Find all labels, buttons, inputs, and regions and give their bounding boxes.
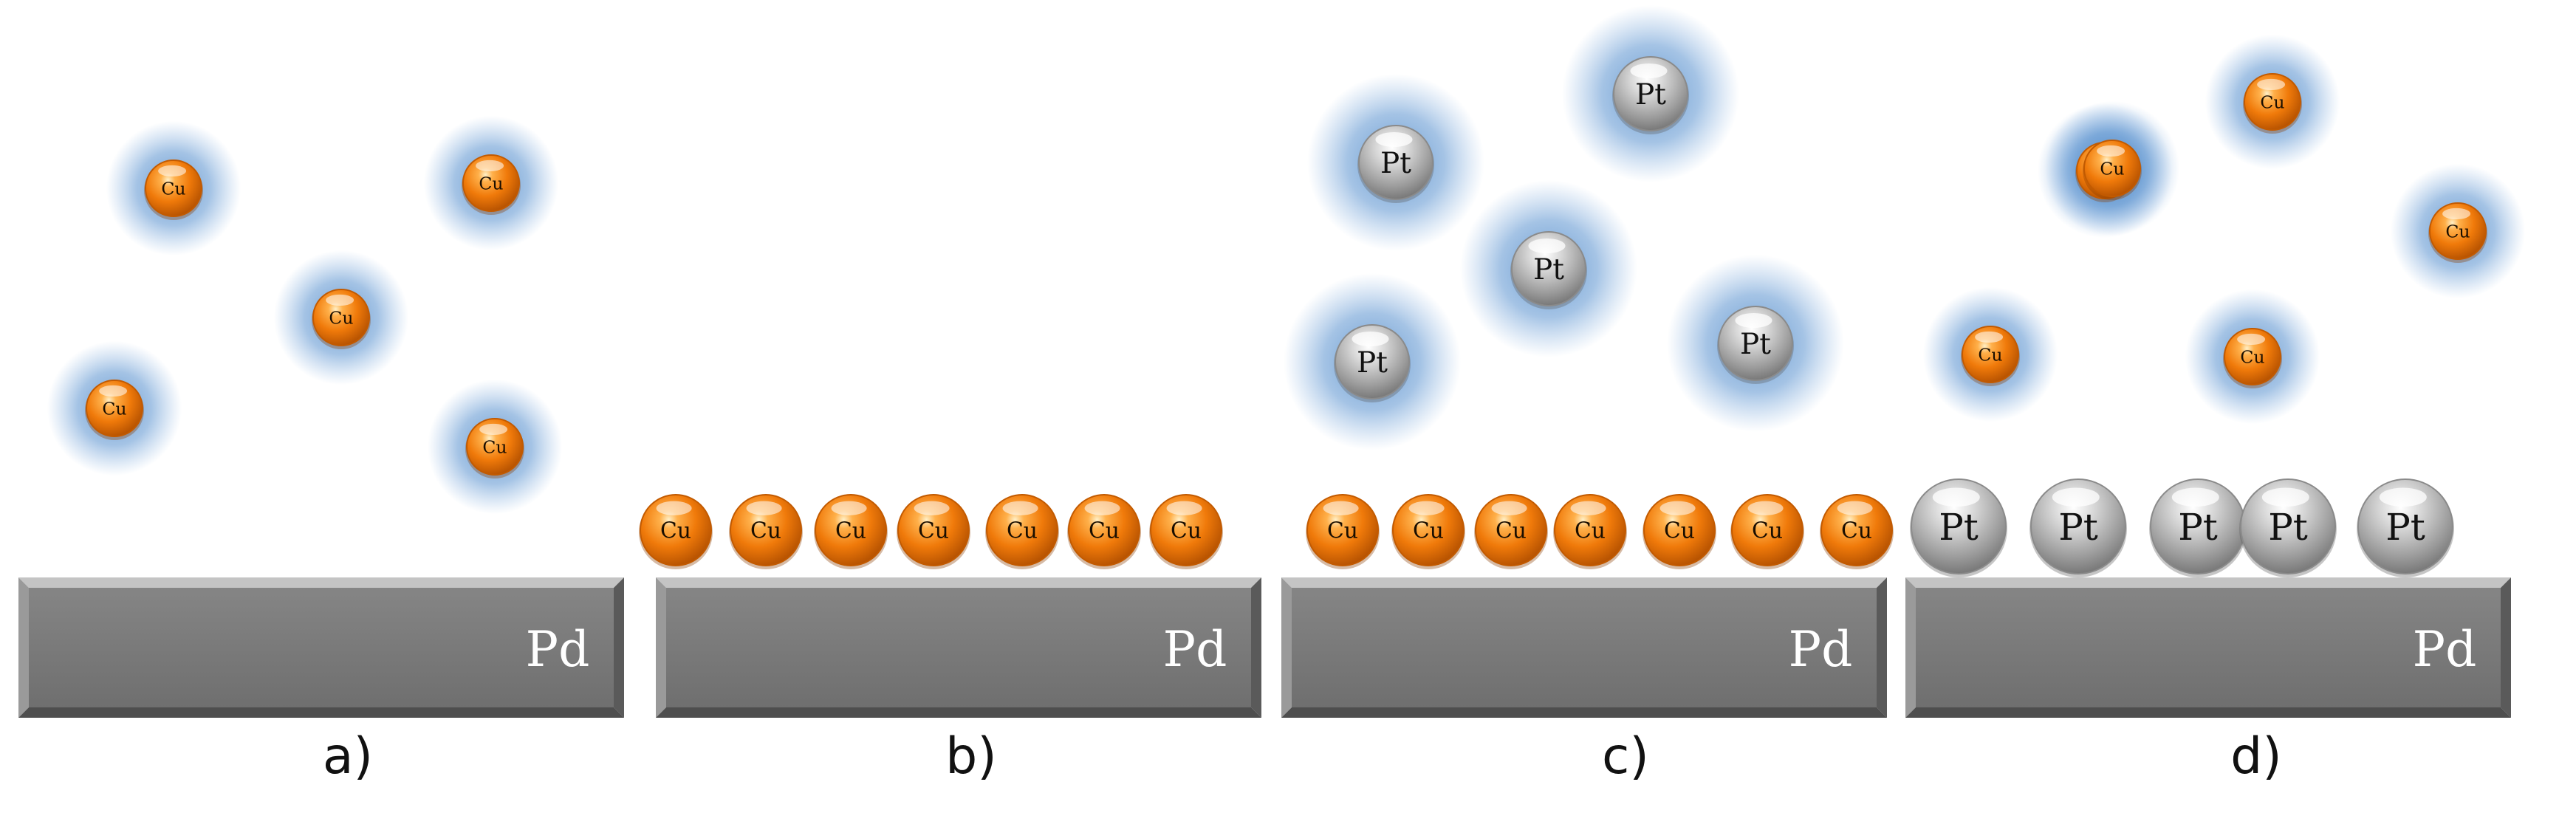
panel-label-a: a) (322, 727, 374, 786)
atom-symbol: Pt (1357, 346, 1388, 380)
cu-adatom: Cu (1391, 494, 1465, 569)
atom-symbol: Cu (1978, 344, 2002, 365)
cu-ion: Cu (2428, 202, 2487, 263)
pt-adatom: Pt (2239, 478, 2337, 577)
pd-substrate-slab: Pd (1905, 577, 2511, 718)
cu-adatom: Cu (729, 494, 803, 569)
panel-label-c: c) (1602, 727, 1649, 786)
cu-adatom: Cu (1067, 494, 1141, 569)
atom-symbol: Cu (2240, 346, 2264, 367)
atom-symbol: Cu (102, 398, 126, 419)
atom-symbol: Cu (1752, 518, 1783, 544)
atom-symbol: Cu (1007, 518, 1038, 544)
atom-symbol: Cu (918, 518, 949, 544)
atom-symbol: Cu (1575, 518, 1606, 544)
cu-adatom: Cu (1474, 494, 1548, 569)
cu-ion: Cu (312, 289, 371, 349)
atom-symbol: Cu (750, 518, 781, 544)
atom-symbol: Cu (660, 518, 691, 544)
atom-symbol: Cu (2445, 221, 2470, 241)
pt-adatom: Pt (2357, 478, 2454, 577)
cu-adatom: Cu (639, 494, 713, 569)
cu-ion: Cu (462, 154, 521, 215)
atom-symbol: Cu (479, 173, 503, 193)
atom-symbol: Cu (1664, 518, 1695, 544)
substrate-label: Pd (1789, 621, 1853, 678)
atom-symbol: Cu (329, 307, 353, 328)
cu-adatom: Cu (1730, 494, 1804, 569)
pd-substrate-slab: Pd (1281, 577, 1887, 718)
atom-symbol: Cu (1413, 518, 1444, 544)
atom-symbol: Cu (1327, 518, 1358, 544)
atom-symbol: Pt (2058, 506, 2098, 549)
cu-adatom: Cu (1642, 494, 1716, 569)
panel-label-b: b) (945, 727, 997, 786)
pt-ion: Pt (1357, 125, 1434, 203)
atom-symbol: Cu (1089, 518, 1120, 544)
atom-symbol: Cu (2100, 158, 2124, 179)
pd-substrate-slab: Pd (656, 577, 1261, 718)
pt-ion: Pt (1510, 231, 1587, 309)
atom-symbol: Cu (1496, 518, 1527, 544)
pt-ion: Pt (1334, 324, 1411, 402)
cu-adatom: Cu (1149, 494, 1223, 569)
cu-ion: Cu (2243, 73, 2302, 134)
cu-adatom: Cu (814, 494, 888, 569)
cu-adatom: Cu (1820, 494, 1894, 569)
substrate-label: Pd (526, 621, 590, 678)
atom-symbol: Cu (161, 178, 185, 199)
cu-ion: Cu (1961, 326, 2020, 386)
pt-adatom: Pt (2149, 478, 2247, 577)
cu-ion: Cu (2083, 140, 2142, 200)
atom-symbol: Pt (1380, 147, 1411, 180)
atom-symbol: Pt (1533, 253, 1564, 287)
atom-symbol: Pt (2268, 506, 2308, 549)
pd-substrate-slab: Pd (18, 577, 624, 718)
atom-symbol: Pt (2178, 506, 2218, 549)
atom-symbol: Pt (1939, 506, 1979, 549)
panel-label-d: d) (2230, 727, 2282, 786)
pt-ion: Pt (1717, 306, 1794, 384)
cu-adatom: Cu (1553, 494, 1627, 569)
substrate-label: Pd (2413, 621, 2477, 678)
atom-symbol: Cu (835, 518, 866, 544)
atom-symbol: Cu (2260, 92, 2284, 112)
cu-ion: Cu (144, 159, 203, 220)
atom-symbol: Cu (1841, 518, 1872, 544)
pt-adatom: Pt (1910, 478, 2007, 577)
cu-ion: Cu (85, 380, 144, 440)
atom-symbol: Cu (1171, 518, 1202, 544)
pt-adatom: Pt (2029, 478, 2127, 577)
cu-adatom: Cu (1306, 494, 1380, 569)
cu-ion: Cu (2223, 328, 2282, 388)
atom-symbol: Pt (1740, 328, 1771, 361)
substrate-label: Pd (1163, 621, 1227, 678)
cu-ion: Cu (465, 418, 524, 478)
cu-adatom: Cu (897, 494, 970, 569)
cu-adatom: Cu (985, 494, 1059, 569)
atom-symbol: Cu (482, 436, 507, 457)
atom-symbol: Pt (2385, 506, 2425, 549)
atom-symbol: Pt (1635, 78, 1666, 112)
pt-ion: Pt (1612, 56, 1689, 134)
